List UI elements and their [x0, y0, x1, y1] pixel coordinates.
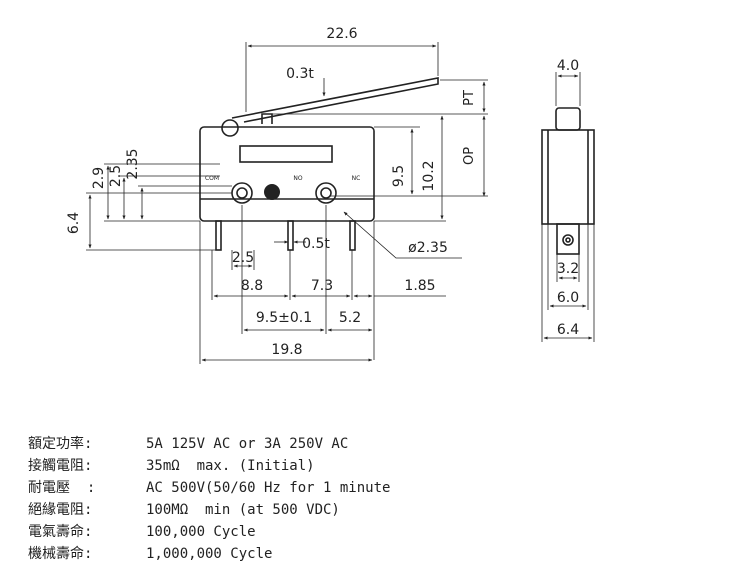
- terminal-com: [215, 220, 222, 251]
- body-window: [239, 145, 333, 163]
- plunger-dot: [264, 184, 280, 200]
- dim-text-9-5: 9.5: [391, 165, 407, 187]
- dim-text-term-2-5: 2.5: [232, 250, 254, 266]
- dim-text-8-8: 8.8: [241, 278, 263, 294]
- switch-body: [199, 126, 375, 222]
- hole-right: [315, 182, 337, 204]
- dim-text-side-6-4: 6.4: [557, 322, 579, 338]
- spec-value: 100MΩ min (at 500 VDC): [146, 502, 340, 518]
- specs-table: 額定功率: 5A 125V AC or 3A 250V AC 接觸電阻: 35m…: [28, 433, 390, 565]
- dim-text-22-6: 22.6: [326, 26, 357, 42]
- dim-text-0-3t: 0.3t: [286, 66, 314, 82]
- hole-leader: [343, 211, 462, 259]
- dim-text-10-2: 10.2: [421, 160, 437, 191]
- hole-left: [231, 182, 253, 204]
- dim-text-1-85: 1.85: [404, 278, 435, 294]
- spec-label: 電氣壽命:: [28, 524, 93, 540]
- dim-text-hole-dia: ø2.35: [408, 240, 448, 256]
- terminal-nc: [349, 220, 356, 251]
- spec-label: 機械壽命:: [28, 546, 93, 562]
- dim-text-2-5: 2.5: [108, 165, 124, 187]
- spec-row: 額定功率: 5A 125V AC or 3A 250V AC: [28, 433, 390, 455]
- spec-value: AC 500V(50/60 Hz for 1 minute: [146, 480, 391, 496]
- side-terminal: [556, 223, 580, 255]
- side-plunger: [555, 107, 581, 131]
- spec-label: 額定功率:: [28, 436, 93, 452]
- spec-row: 接觸電阻: 35mΩ max. (Initial): [28, 455, 390, 477]
- dim-text-19-8: 19.8: [271, 342, 302, 358]
- spec-value: 5A 125V AC or 3A 250V AC: [146, 436, 349, 452]
- hole-left-inner: [236, 187, 248, 199]
- hole-right-inner: [320, 187, 332, 199]
- spec-label: 接觸電阻:: [28, 458, 93, 474]
- spec-row: 絕緣電阻: 100MΩ min (at 500 VDC): [28, 499, 390, 521]
- dim-text-9-5-tol: 9.5±0.1: [256, 310, 312, 326]
- dim-text-op: OP: [462, 147, 477, 165]
- lever-pivot: [221, 119, 239, 137]
- spec-value: 100,000 Cycle: [146, 524, 256, 540]
- spec-row: 機械壽命: 1,000,000 Cycle: [28, 543, 390, 565]
- spec-row: 電氣壽命: 100,000 Cycle: [28, 521, 390, 543]
- label-no: NO: [293, 175, 302, 182]
- dim-text-pt: PT: [462, 90, 477, 106]
- dim-text-7-3: 7.3: [311, 278, 333, 294]
- spec-row: 耐電壓 : AC 500V(50/60 Hz for 1 minute: [28, 477, 390, 499]
- terminal-no: [287, 220, 294, 251]
- dim-text-side-6-0: 6.0: [557, 290, 579, 306]
- dim-text-5-2: 5.2: [339, 310, 361, 326]
- spec-label: 耐電壓 :: [28, 480, 96, 496]
- dim-text-side-3-2: 3.2: [557, 261, 579, 277]
- lever-tab: [261, 113, 273, 124]
- spec-label: 絕緣電阻:: [28, 502, 93, 518]
- spec-value: 1,000,000 Cycle: [146, 546, 273, 562]
- switch-drawing: 22.6 0.3t PT OP 9.5 10.2 2.9 2.5 2.35 6.…: [66, 26, 595, 364]
- spec-value: 35mΩ max. (Initial): [146, 458, 315, 474]
- dim-text-0-5t: 0.5t: [302, 236, 330, 252]
- dim-text-2-9: 2.9: [91, 167, 107, 189]
- label-nc: NC: [352, 175, 361, 182]
- dim-text-side-4-0: 4.0: [557, 58, 579, 74]
- label-com: COM: [205, 175, 219, 182]
- dim-text-6-4: 6.4: [66, 212, 82, 234]
- dim-text-2-35: 2.35: [125, 148, 141, 179]
- lever: [231, 77, 439, 123]
- side-terminal-hole: [562, 234, 574, 246]
- side-body: [541, 129, 595, 225]
